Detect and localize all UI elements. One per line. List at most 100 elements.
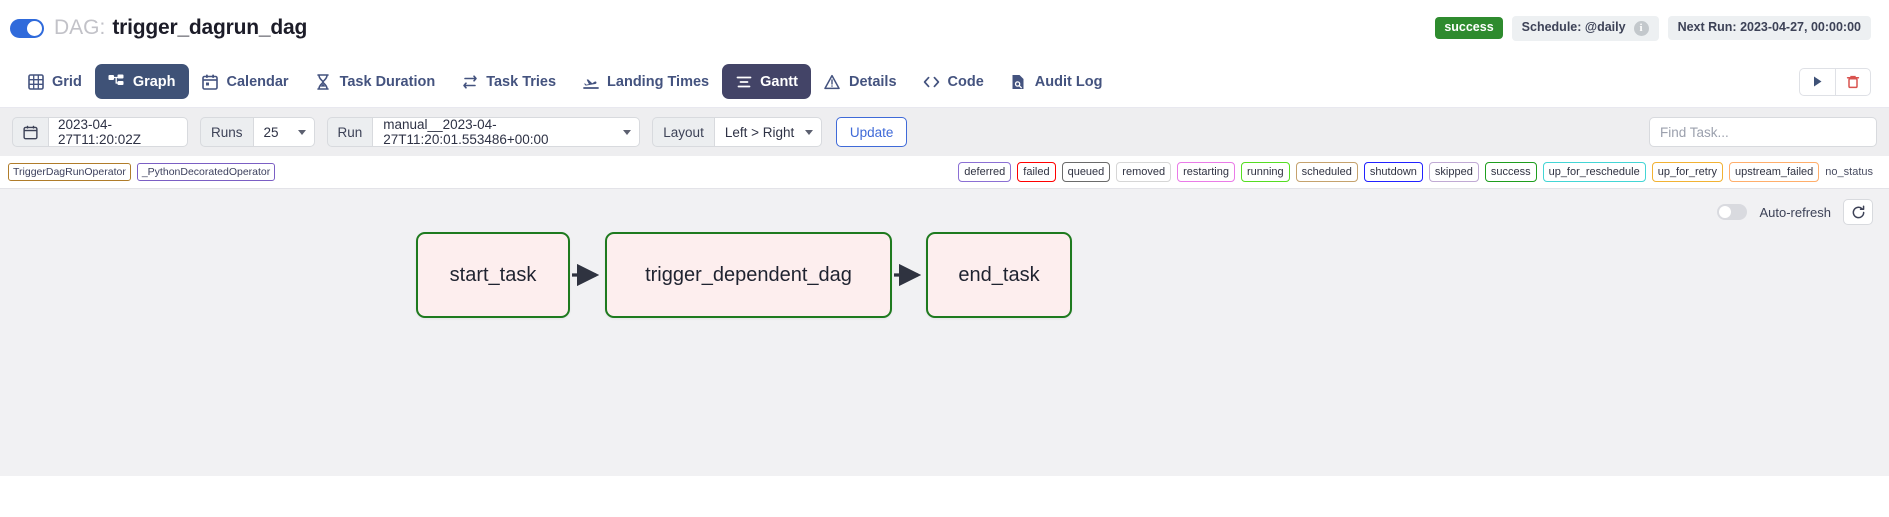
- tab-label: Grid: [52, 73, 82, 90]
- page-title: trigger_dagrun_dag: [112, 16, 308, 39]
- date-input[interactable]: 2023-04-27T11:20:02Z: [48, 117, 188, 147]
- graph-icon: [108, 73, 125, 90]
- task-node-label: end_task: [958, 263, 1040, 286]
- tab-calendar[interactable]: Calendar: [189, 64, 302, 99]
- run-label: Run: [326, 117, 373, 147]
- tab-landing-times[interactable]: Landing Times: [569, 64, 722, 99]
- auto-refresh-label: Auto-refresh: [1759, 204, 1831, 220]
- runs-value: 25: [263, 124, 279, 140]
- hourglass-icon: [315, 73, 332, 90]
- page-header: DAG: trigger_dagrun_dag success Schedule…: [0, 0, 1889, 56]
- audit-log-icon: [1010, 73, 1027, 90]
- tab-label: Task Duration: [339, 73, 436, 90]
- status-badge: success: [1435, 17, 1503, 39]
- tab-label: Calendar: [226, 73, 289, 90]
- tab-label: Graph: [132, 73, 176, 90]
- tab-gantt[interactable]: Gantt: [722, 64, 811, 99]
- state-legend-restarting: restarting: [1177, 162, 1235, 182]
- graph-nodes-layer: start_task trigger_dependent_dag end_tas…: [0, 189, 1889, 476]
- refresh-icon: [1852, 204, 1864, 218]
- play-icon: [1814, 76, 1822, 87]
- trigger-dag-button[interactable]: [1799, 67, 1835, 96]
- find-task-input[interactable]: Find Task...: [1649, 117, 1877, 147]
- auto-refresh-toggle[interactable]: [1717, 204, 1748, 220]
- date-picker-group: 2023-04-27T11:20:02Z: [12, 117, 188, 147]
- state-legend-deferred: deferred: [958, 162, 1012, 182]
- tab-bar: Grid Graph Calendar Task Duration Task T…: [0, 56, 1889, 108]
- find-task-placeholder: Find Task...: [1660, 124, 1729, 140]
- tab-label: Details: [848, 73, 897, 90]
- chevron-down-icon: [297, 129, 306, 135]
- action-button-group: [1799, 67, 1871, 96]
- info-icon[interactable]: i: [1633, 20, 1649, 36]
- task-node-end-task[interactable]: end_task: [926, 232, 1072, 318]
- state-legend-no-status: no_status: [1825, 166, 1873, 178]
- dag-pause-toggle[interactable]: [10, 18, 44, 38]
- task-node-start-task[interactable]: start_task: [416, 232, 570, 318]
- runs-label: Runs: [200, 117, 253, 147]
- tab-label: Gantt: [760, 73, 798, 90]
- state-legend-upstream-failed: upstream_failed: [1729, 162, 1820, 182]
- state-legend-running: running: [1240, 162, 1290, 182]
- state-legend-up-for-reschedule: up_for_reschedule: [1542, 162, 1646, 182]
- runs-group: Runs 25: [200, 117, 315, 147]
- calendar-button[interactable]: [12, 117, 48, 147]
- code-icon: [923, 73, 940, 90]
- layout-select[interactable]: Left > Right: [713, 117, 822, 147]
- state-legend-removed: removed: [1116, 162, 1172, 182]
- runs-select[interactable]: 25: [252, 117, 315, 147]
- refresh-button[interactable]: [1843, 199, 1873, 225]
- chevron-down-icon: [804, 129, 813, 135]
- state-legend-shutdown: shutdown: [1363, 162, 1423, 182]
- header-status-group: success Schedule: @daily i Next Run: 202…: [1435, 15, 1871, 41]
- tab-audit-log[interactable]: Audit Log: [997, 64, 1116, 99]
- schedule-pill[interactable]: Schedule: @daily i: [1511, 15, 1659, 41]
- canvas-tools: Auto-refresh: [1717, 199, 1873, 225]
- operator-legend-item: _PythonDecoratedOperator: [136, 162, 276, 182]
- state-legend-queued: queued: [1061, 162, 1111, 182]
- state-legend-up-for-retry: up_for_retry: [1651, 162, 1724, 182]
- layout-value: Left > Right: [724, 124, 795, 140]
- next-run-pill: Next Run: 2023-04-27, 00:00:00: [1667, 16, 1871, 40]
- dag-label: DAG:: [54, 16, 106, 39]
- tab-task-duration[interactable]: Task Duration: [302, 64, 449, 99]
- operator-legend-item: TriggerDagRunOperator: [8, 162, 131, 182]
- graph-canvas[interactable]: Auto-refresh start_task trigger_dependen…: [0, 188, 1889, 476]
- layout-label: Layout: [652, 117, 714, 147]
- graph-edges: [572, 263, 922, 287]
- tab-code[interactable]: Code: [910, 64, 997, 99]
- tab-graph[interactable]: Graph: [94, 64, 189, 99]
- calendar-icon: [23, 125, 38, 139]
- tab-details[interactable]: Details: [811, 64, 910, 99]
- tab-label: Audit Log: [1034, 73, 1103, 90]
- warning-icon: [824, 73, 841, 90]
- update-button[interactable]: Update: [835, 117, 908, 147]
- gantt-icon: [735, 73, 752, 90]
- tab-task-tries[interactable]: Task Tries: [448, 64, 569, 99]
- task-node-label: trigger_dependent_dag: [645, 263, 852, 286]
- state-legend: deferred failed queued removed restartin…: [958, 162, 1875, 182]
- task-node-trigger-dependent-dag[interactable]: trigger_dependent_dag: [605, 232, 892, 318]
- task-node-label: start_task: [449, 263, 537, 286]
- run-value: manual__2023-04-27T11:20:01.553486+00:00: [383, 117, 549, 147]
- landing-icon: [582, 73, 599, 90]
- layout-group: Layout Left > Right: [652, 117, 822, 147]
- legend-bar: TriggerDagRunOperator _PythonDecoratedOp…: [0, 156, 1889, 188]
- calendar-icon: [202, 73, 219, 90]
- tab-grid[interactable]: Grid: [14, 64, 95, 99]
- grid-icon: [27, 73, 44, 90]
- tab-label: Landing Times: [607, 73, 710, 90]
- trash-icon: [1846, 75, 1860, 88]
- dag-action-buttons: [1799, 67, 1871, 96]
- state-legend-scheduled: scheduled: [1295, 162, 1358, 182]
- graph-toolbar: 2023-04-27T11:20:02Z Runs 25 Run manual_…: [0, 108, 1889, 156]
- schedule-label: Schedule: @daily: [1521, 20, 1626, 35]
- delete-dag-button[interactable]: [1835, 67, 1871, 96]
- chevron-down-icon: [623, 129, 632, 135]
- retry-icon: [461, 73, 478, 90]
- state-legend-failed: failed: [1017, 162, 1056, 182]
- date-value: 2023-04-27T11:20:02Z: [58, 117, 142, 147]
- next-run-label: Next Run: 2023-04-27, 00:00:00: [1677, 20, 1861, 35]
- run-select[interactable]: manual__2023-04-27T11:20:01.553486+00:00: [372, 117, 641, 147]
- tab-label: Task Tries: [486, 73, 557, 90]
